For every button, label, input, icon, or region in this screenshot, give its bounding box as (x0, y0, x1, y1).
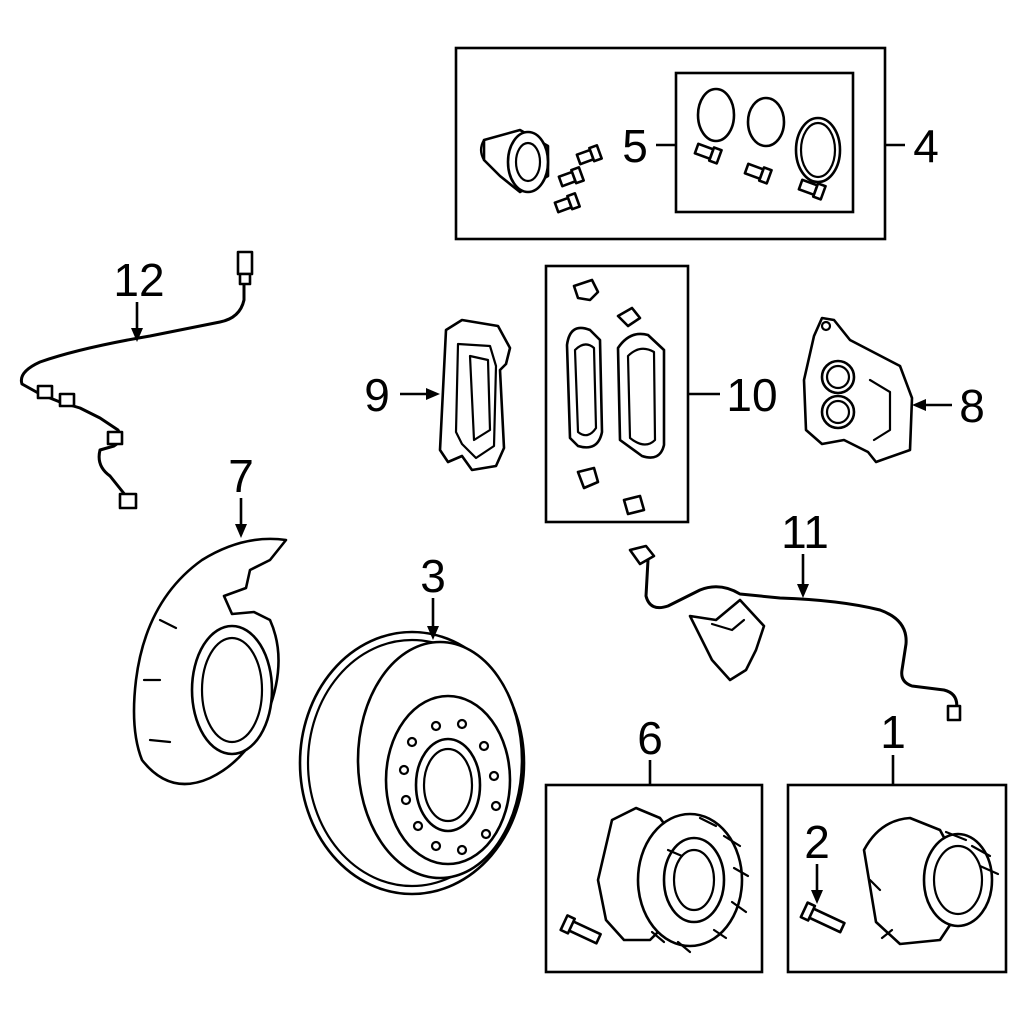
box-caliper-kit (454, 46, 887, 241)
callout-7: 7 (228, 450, 254, 502)
callout-6: 6 (637, 712, 663, 764)
callout-1: 1 (880, 706, 906, 758)
callout-9: 9 (364, 369, 390, 421)
seal-rings-part (696, 87, 842, 184)
callout-12: 12 (113, 254, 164, 306)
leader-lines (131, 143, 952, 904)
caliper-bracket-part (438, 318, 512, 472)
callout-4: 4 (913, 120, 939, 172)
sensor-wire-12-part (19, 250, 254, 510)
hub-assembly-1-part (862, 816, 1000, 946)
dust-shield-part (132, 537, 288, 786)
box-hub-1 (786, 783, 1008, 974)
callout-5: 5 (622, 120, 648, 172)
brake-rotor-part (298, 630, 526, 896)
caliper-part (802, 316, 914, 464)
callout-11: 11 (781, 506, 829, 558)
hub-assembly-6-part (559, 806, 750, 954)
sensor-wire-11-part (628, 544, 962, 722)
box-seal-kit (674, 71, 855, 214)
callout-2: 2 (804, 816, 830, 868)
caliper-bolts-part (553, 144, 603, 214)
caliper-piston-part (479, 128, 550, 194)
callout-8: 8 (959, 380, 985, 432)
brake-pads-part (565, 326, 666, 459)
box-hub-6 (544, 783, 764, 974)
wheel-stud-part (799, 901, 846, 934)
callout-3: 3 (420, 550, 446, 602)
pad-clips-part (572, 278, 646, 516)
callout-10: 10 (726, 369, 777, 421)
seal-kit-bolts-part (693, 142, 827, 201)
